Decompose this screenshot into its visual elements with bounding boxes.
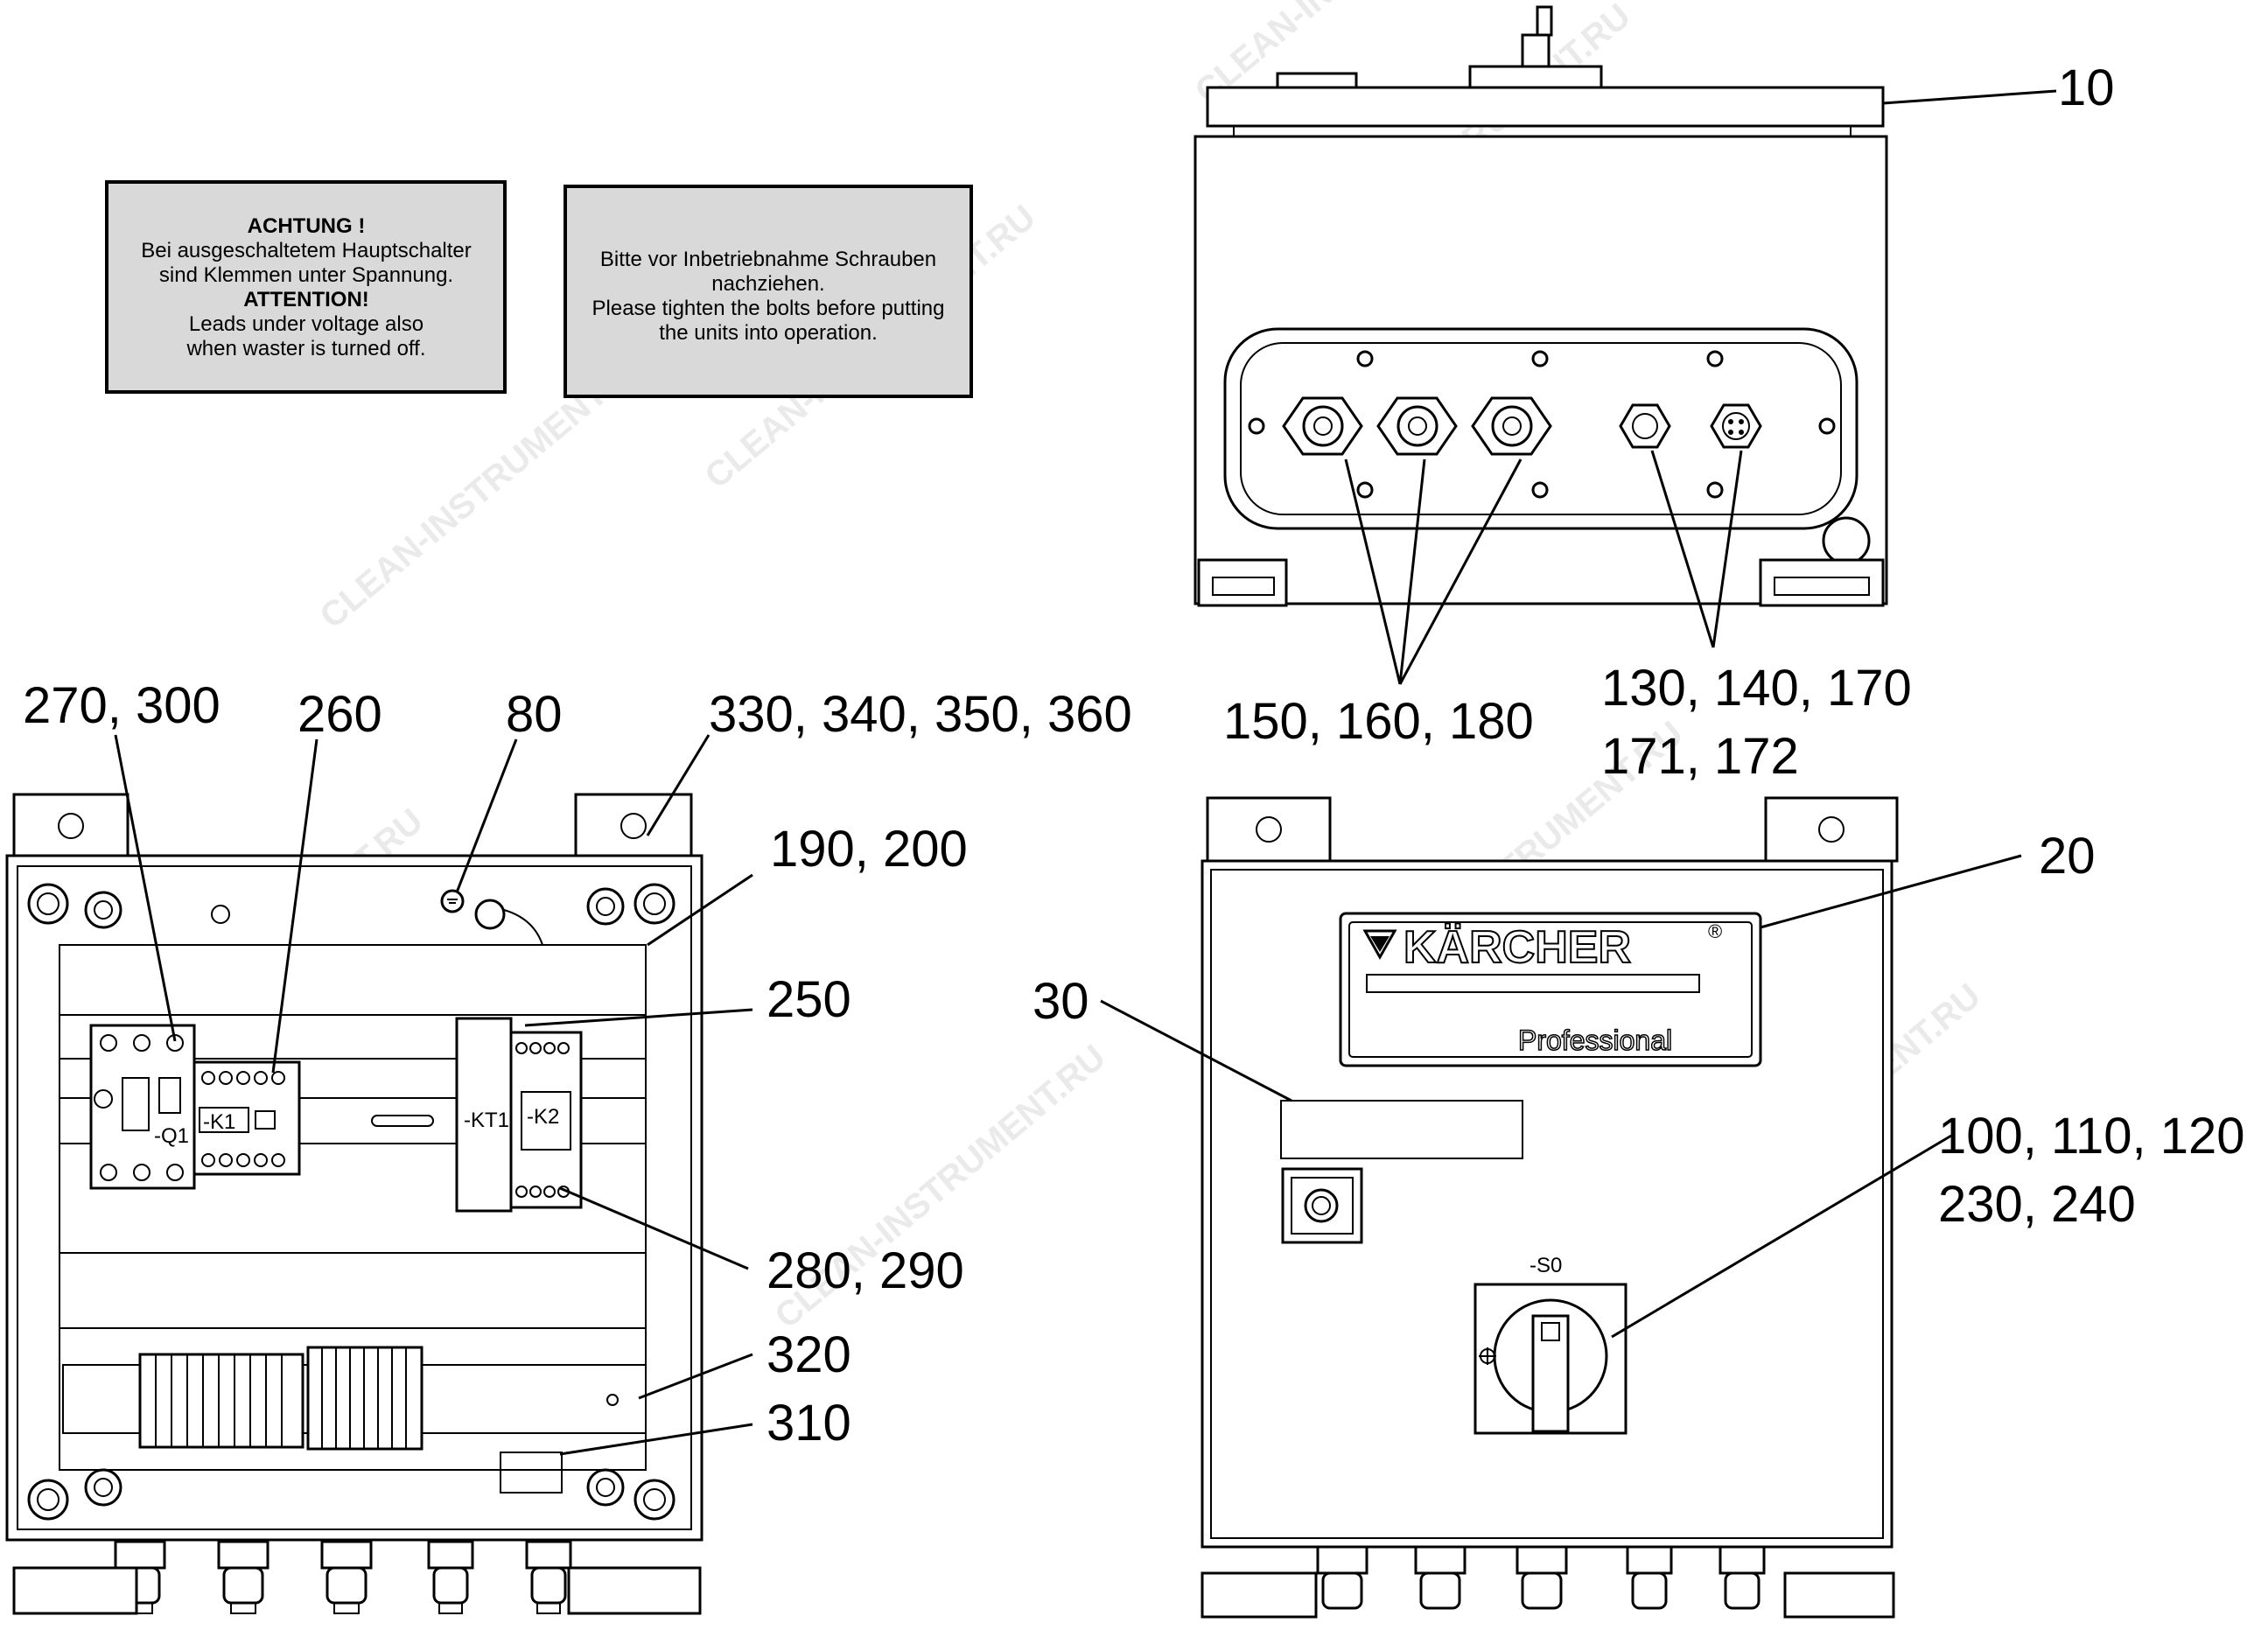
callout-190-200: 190, 200 [770,821,968,878]
relay-k2: -K2 [509,1031,583,1209]
callout-270-300: 270, 300 [23,677,220,734]
cable-duct-label [500,1452,563,1494]
callout-230-240: 230, 240 [1938,1176,2136,1233]
tighten-bolts-note: Bitte vor Inbetriebnahme Schrauben nachz… [564,185,973,398]
callout-30: 30 [1032,973,1089,1030]
indicator-lamp [1281,1167,1363,1244]
callout-320: 320 [766,1326,851,1383]
s0-label: -S0 [1530,1254,1562,1277]
circuit-breaker-q1: -Q1 [89,1024,196,1190]
small-gland [1619,403,1671,449]
k1-label: -K1 [203,1110,235,1134]
note-line: the units into operation. [659,321,878,345]
leader-lines [114,89,2057,1456]
brand-tagline: Professional [1518,1025,1672,1056]
callout-260: 260 [298,686,382,743]
registered-mark: ® [1708,920,1722,942]
callout-310: 310 [766,1395,851,1452]
cable-gland [1626,1545,1673,1610]
callout-20: 20 [2039,828,2096,885]
blank-label-plate [1280,1100,1523,1159]
brand-name: KÄRCHER [1404,922,1631,973]
callout-100-110-120: 100, 110, 120 [1938,1108,2244,1165]
callout-250: 250 [766,971,851,1028]
cable-gland [320,1540,373,1614]
note-line: ACHTUNG ! [248,214,366,238]
cable-gland [1282,396,1363,456]
cable-gland [525,1540,572,1614]
callout-150-160-180: 150, 160, 180 [1223,693,1534,750]
cable-gland [1471,396,1552,456]
terminal-block-strip [62,1346,647,1451]
callout-80: 80 [506,686,563,743]
warning-label-note: ACHTUNG ! Bei ausgeschaltetem Hauptschal… [105,180,507,394]
enclosure-bottom-view [1194,5,1888,607]
note-line: nachziehen. [711,272,824,296]
cable-gland [1316,1545,1368,1610]
note-line: Bei ausgeschaltetem Hauptschalter [141,239,472,262]
connector-socket [1710,403,1762,449]
karcher-logo-plate: KÄRCHER ® Professional [1339,912,1762,1067]
note-line: Bitte vor Inbetriebnahme Schrauben [600,248,936,271]
callout-130-140-170: 130, 140, 170 [1601,660,1912,717]
cable-gland [1718,1545,1766,1610]
callout-330-360: 330, 340, 350, 360 [709,686,1132,743]
q1-label: -Q1 [154,1124,189,1148]
cable-gland [217,1540,270,1614]
kt1-label: -KT1 [464,1109,509,1132]
callout-280-290: 280, 290 [766,1242,964,1299]
callout-171-172: 171, 172 [1601,728,1799,785]
k2-label: -K2 [527,1105,559,1129]
note-line: sind Klemmen unter Spannung. [159,263,453,287]
note-line: Leads under voltage also [189,312,424,336]
enclosure-front-view: KÄRCHER ® Professional -S0 I [1200,796,1899,1619]
main-switch-s0: -S0 I [1474,1254,1628,1435]
enclosure-open-view: -Q1 -K1 -KT1 -K2 [5,793,704,1615]
callout-10: 10 [2058,59,2115,116]
cable-gland [1414,1545,1466,1610]
timer-relay-kt1: -KT1 [455,1017,513,1213]
note-line: ATTENTION! [243,288,369,311]
cable-gland [427,1540,474,1614]
contactor-k1: -K1 [192,1060,301,1176]
callout-labels: 10 150, 160, 180 130, 140, 170 171, 172 … [23,59,2244,1452]
cable-gland [1516,1545,1568,1610]
note-line: when waster is turned off. [186,337,425,360]
note-line: Please tighten the bolts before putting [592,297,945,320]
cable-gland [1376,396,1458,456]
